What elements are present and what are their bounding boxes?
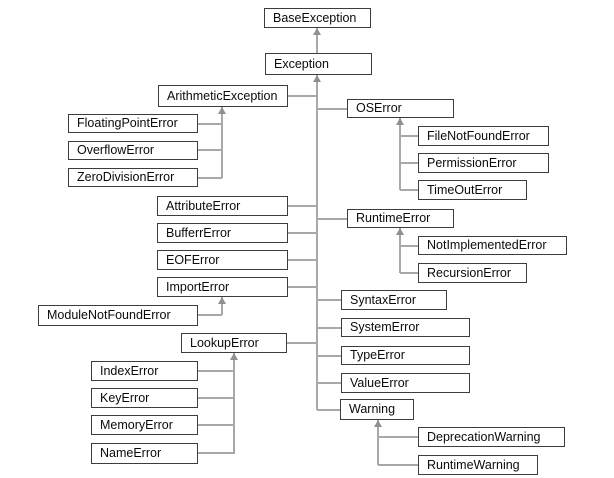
node-lookup-error: LookupError: [181, 333, 287, 353]
node-timeout-error: TimeOutError: [418, 180, 527, 200]
connector-line: [317, 327, 341, 329]
node-runtime-warning: RuntimeWarning: [418, 455, 538, 475]
arrow-up-icon: [313, 28, 321, 35]
node-key-error: KeyError: [91, 388, 198, 408]
node-index-error: IndexError: [91, 361, 198, 381]
connector-line: [400, 162, 418, 164]
node-floating-point-error: FloatingPointError: [68, 114, 198, 133]
arrow-up-icon: [230, 353, 238, 360]
node-zero-division-error: ZeroDivisionError: [68, 168, 198, 187]
node-attribute-error: AttributeError: [157, 196, 288, 216]
node-value-error: ValueError: [341, 373, 470, 393]
connector-line: [288, 286, 317, 288]
connector-line: [317, 108, 347, 110]
arrow-up-icon: [396, 228, 404, 235]
connector-line: [400, 272, 418, 274]
node-runtime-error: RuntimeError: [347, 209, 454, 228]
connector-line: [399, 228, 401, 273]
node-recursion-error: RecursionError: [418, 263, 527, 283]
connector-line: [198, 314, 222, 316]
arrow-up-icon: [313, 75, 321, 82]
node-permission-error: PermissionError: [418, 153, 549, 173]
node-type-error: TypeError: [341, 346, 470, 365]
connector-line: [400, 135, 418, 137]
connector-line: [316, 75, 318, 410]
connector-line: [378, 464, 418, 466]
arrow-up-icon: [374, 420, 382, 427]
connector-line: [233, 353, 235, 453]
connector-line: [378, 436, 418, 438]
connector-line: [377, 420, 379, 465]
connector-line: [198, 123, 222, 125]
node-memory-error: MemoryError: [91, 415, 198, 435]
connector-line: [400, 245, 418, 247]
connector-line: [198, 424, 235, 426]
connector-line: [221, 107, 223, 178]
node-name-error: NameError: [91, 443, 198, 464]
connector-line: [317, 218, 347, 220]
connector-line: [288, 232, 317, 234]
arrow-up-icon: [396, 118, 404, 125]
node-file-not-found-error: FileNotFoundError: [418, 126, 549, 146]
connector-line: [198, 149, 222, 151]
node-system-error: SystemError: [341, 318, 470, 337]
connector-line: [317, 299, 341, 301]
arrow-up-icon: [218, 297, 226, 304]
connector-line: [399, 118, 401, 190]
connector-line: [316, 28, 318, 53]
arrow-up-icon: [218, 107, 226, 114]
connector-line: [221, 297, 223, 315]
connector-line: [317, 409, 340, 411]
connector-line: [198, 397, 235, 399]
node-eof-error: EOFError: [157, 250, 288, 270]
connector-line: [198, 370, 235, 372]
connector-line: [400, 189, 418, 191]
node-import-error: ImportError: [157, 277, 288, 297]
node-deprecation-warning: DeprecationWarning: [418, 427, 565, 447]
node-not-implemented-error: NotImplementedError: [418, 236, 567, 255]
connector-line: [287, 342, 317, 344]
node-arithmetic-exception: ArithmeticException: [158, 85, 288, 107]
node-os-error: OSError: [347, 99, 454, 118]
node-exception: Exception: [265, 53, 372, 75]
connector-line: [317, 355, 341, 357]
connector-line: [198, 177, 222, 179]
connector-line: [198, 452, 235, 454]
node-bufferr-error: BufferrError: [157, 223, 288, 243]
node-module-not-found-error: ModuleNotFoundError: [38, 305, 198, 326]
node-base-exception: BaseException: [264, 8, 371, 28]
connector-line: [288, 259, 317, 261]
node-warning: Warning: [340, 399, 414, 420]
node-overflow-error: OverflowError: [68, 141, 198, 160]
node-syntax-error: SyntaxError: [341, 290, 447, 310]
connector-line: [317, 382, 341, 384]
connector-line: [288, 95, 317, 97]
connector-line: [288, 205, 317, 207]
